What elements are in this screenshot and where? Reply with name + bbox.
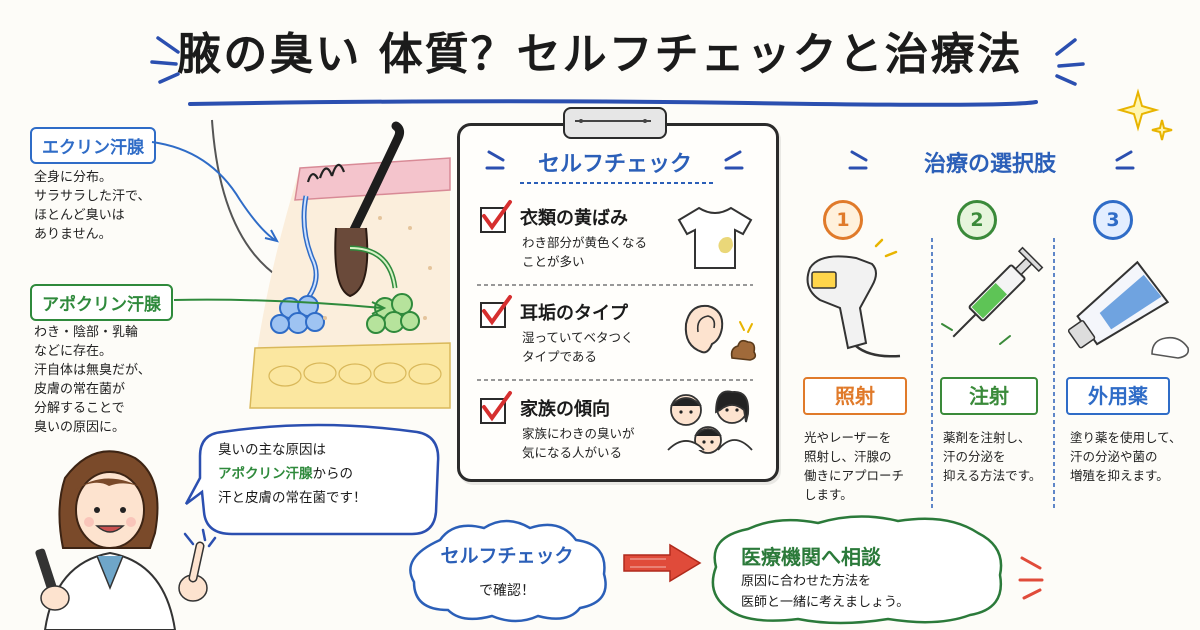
check-item-2-desc: 湿っていてベタつく タイプである [522,330,634,364]
treatment-number-2: 2 [957,200,997,240]
treatment-desc-2: 薬剤を注射し、 汗の分泌を 抑える方法です。 [943,430,1042,483]
check-item-1-title: 衣類の黄ばみ [520,208,628,229]
treatment-column-divider-2 [1053,238,1055,508]
treatment-desc-1: 光やレーザーを 照射し、汗腺の 働きにアプローチ します。 [804,430,905,502]
treatment-sparkle-right [1115,150,1135,170]
selfcheck-title-underline [520,182,716,184]
treatment-number-1: 1 [823,200,863,240]
consult-cloud [711,515,1003,625]
eccrine-description: 全身に分布。 サラサラした汗で、 ほとんど臭いは ありません。 [34,170,151,242]
speech-highlight: アポクリン汗腺 [218,466,313,482]
apocrine-pointer-arrow [173,298,387,315]
syringe-icon [941,246,1044,345]
treatment-number-3: 3 [1093,200,1133,240]
apocrine-description: わき・陰部・乳輪 などに存在。 汗自体は無臭だが、 皮膚の常在菌が 分解すること… [34,325,151,435]
eccrine-label: エクリン汗腺 [30,127,156,164]
eccrine-pointer-arrow [151,141,279,243]
treatment-sparkle-left [848,150,868,170]
sparkle-icon [1116,88,1173,141]
check-mark-icon [482,391,512,422]
clipboard-clip-ridges [575,119,651,123]
treatment-label-1: 照射 [803,377,907,415]
flow-arrow-icon [623,543,702,583]
cloud-title: セルフチェック [440,545,574,567]
check-item-3-desc: 家族にわきの臭いが 気になる人がいる [522,426,635,460]
selfcheck-title: セルフチェック [537,152,692,177]
speech-line-2: アポクリン汗腺からの [218,462,418,486]
consult-description: 原因に合わせた方法を 医師と一緒に考えましょう。 [741,574,910,610]
check-item-2-title: 耳垢のタイプ [520,303,628,324]
title-underline [188,99,1038,107]
treatment-title: 治療の選択肢 [923,152,1056,177]
tshirt-stain-icon [677,206,753,269]
doctor-illustration [35,450,217,630]
consult-sparkle [1018,556,1044,600]
speech-bubble-text: 臭いの主な原因は アポクリン汗腺からの 汗と皮膚の常在菌です！ [218,438,418,510]
skin-cross-section-diagram [211,119,451,409]
title-sparkle-left [150,36,180,84]
ear-earwax-icon [684,304,757,361]
speech-line-2-rest: からの [312,466,354,482]
consult-title: 医療機関へ相談 [741,545,881,569]
cloud-subtitle: で確認！ [479,583,535,599]
treatment-column-divider-1 [931,238,933,508]
selfcheck-sparkle-left [485,150,505,170]
apocrine-label: アポクリン汗腺 [30,284,173,321]
speech-bubble [184,423,440,536]
title-sparkle-right [1055,38,1085,86]
ointment-tube-icon [1067,260,1190,359]
clipboard-clip [563,107,667,139]
laser-device-icon [806,238,901,358]
divider-1 [477,284,753,286]
check-mark-icon [482,295,512,326]
divider-2 [477,379,753,381]
speech-line-3: 汗と皮膚の常在菌です！ [218,490,367,506]
check-item-3-title: 家族の傾向 [520,399,610,420]
selfcheck-cloud [409,519,607,623]
treatment-desc-3: 塗り薬を使用して、 汗の分泌や菌の 増殖を抑えます。 [1070,430,1182,483]
treatment-label-2: 注射 [940,377,1038,415]
check-item-1-desc: わき部分が黄色くなる ことが多い [522,235,648,269]
speech-line-1: 臭いの主な原因は [218,442,326,458]
family-icon [667,390,753,454]
selfcheck-sparkle-right [724,150,744,170]
check-mark-icon [482,200,512,231]
page-title: 腋の臭い 体質？セルフチェックと治療法 [177,29,1023,80]
treatment-label-3: 外用薬 [1066,377,1170,415]
